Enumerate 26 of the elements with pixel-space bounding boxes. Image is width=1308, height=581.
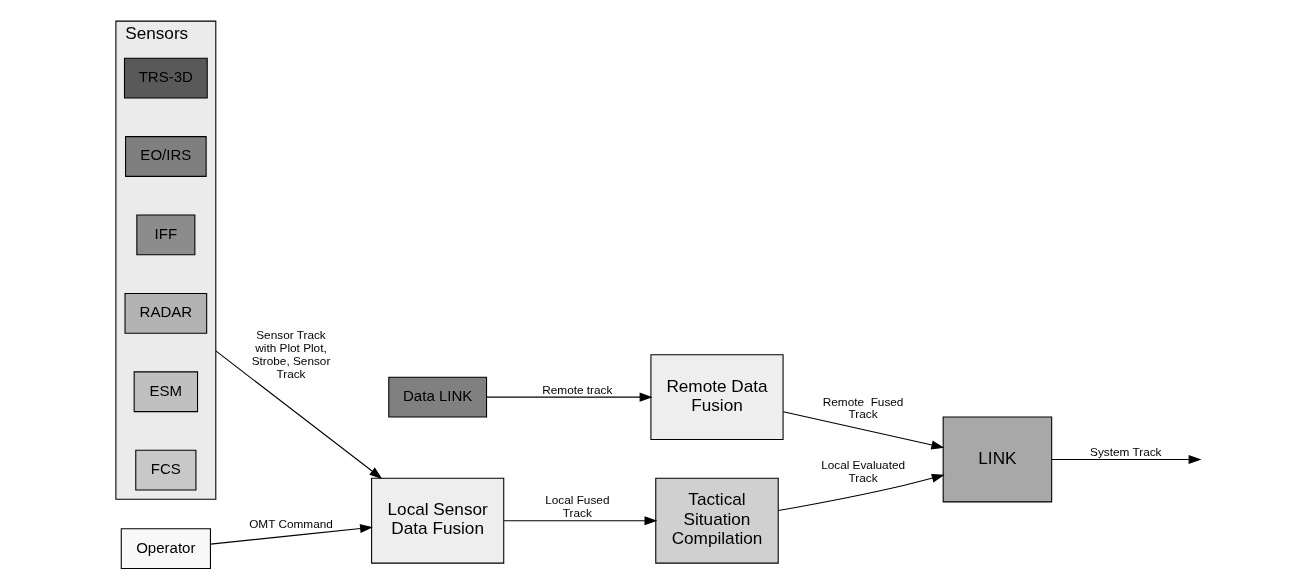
arrow (503, 516, 658, 526)
edge-label: System Track (1090, 445, 1162, 460)
edge-label: OMT Command (249, 516, 333, 531)
node-box: Data LINK (388, 376, 488, 418)
arrow (1051, 454, 1202, 464)
node-box: LINK (942, 416, 1053, 503)
node-box: TRS-3D (123, 57, 208, 99)
node-box: IFF (136, 214, 196, 256)
node-box: Operator (120, 528, 211, 570)
edge-label: Remote track (542, 382, 613, 397)
edge-label: Local Evaluated Track (821, 457, 906, 485)
edge-label: Local Fused Track (545, 493, 610, 521)
node-box: RADAR (124, 292, 208, 334)
node-box: EO/IRS (125, 136, 207, 177)
node-box: Local Sensor Data Fusion (371, 477, 505, 564)
edge-label: Remote Fused Track (822, 394, 904, 422)
arrow (210, 524, 373, 545)
arrow (777, 473, 945, 512)
node-box: ESM (133, 371, 199, 413)
node-box: Tactical Situation Compilation (655, 477, 779, 564)
node-box: Remote Data Fusion (650, 354, 784, 441)
arrow (215, 350, 383, 479)
arrow (486, 392, 653, 402)
arrow (782, 411, 945, 450)
node-box: FCS (135, 449, 197, 491)
edge-label: Sensor Track with Plot Plot, Strobe, Sensor Track (251, 327, 331, 381)
